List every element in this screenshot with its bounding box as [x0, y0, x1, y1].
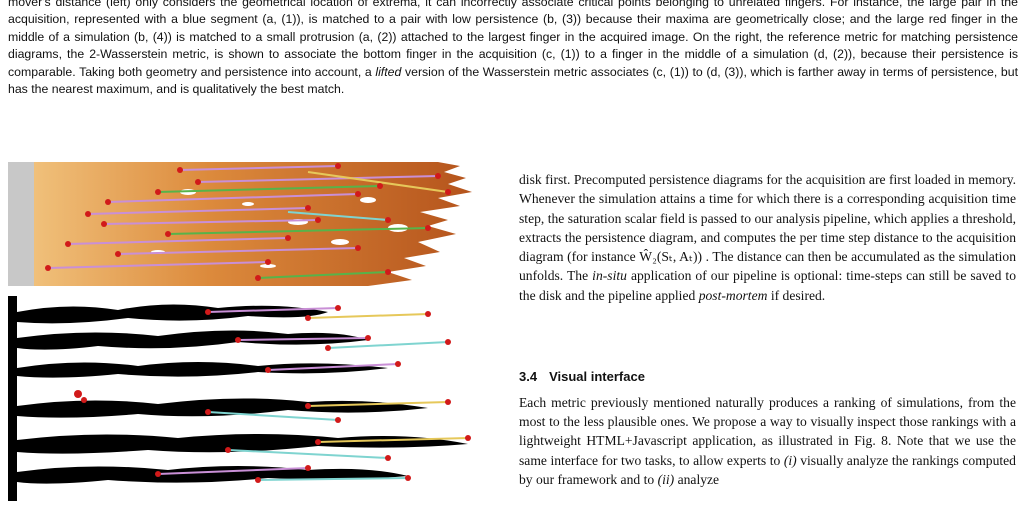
acquisition-fingers [17, 304, 468, 484]
figure-caption: mover's distance (left) only considers t… [8, 0, 1018, 98]
finger-region [34, 162, 472, 286]
caption-line-3: version of the Wasserstein metric associ… [8, 64, 1018, 97]
matching-figure [8, 162, 500, 501]
section-number: 3.4 [519, 369, 538, 384]
paragraph-text: if desired. [770, 287, 826, 303]
body-paragraph-2: Each metric previously mentioned natural… [519, 393, 1016, 489]
paragraph-text: disk first. Precomputed persistence diag… [519, 172, 1016, 265]
fingering-visualization [8, 162, 472, 501]
bottom-critical-points [74, 305, 471, 483]
caption-line-1: mover's distance (left) only considers t… [8, 0, 826, 9]
italic-enum-i: (i) [783, 452, 797, 468]
section-heading: 3.4 Visual interface [519, 369, 1016, 384]
caption-italic-lifted: lifted [375, 64, 402, 79]
top-critical-points [45, 163, 451, 281]
italic-post-mortem: post-mortem [698, 287, 768, 303]
panel-left-strip [8, 162, 34, 286]
italic-in-situ: in-situ [592, 268, 627, 284]
bottom-matching-lines [157, 307, 469, 481]
injection-bar [8, 296, 17, 501]
italic-enum-ii: (ii) [657, 471, 675, 487]
paragraph-text: Each metric previously mentioned natural… [519, 395, 1016, 468]
paragraph-text: . The distance can then be accumulated a… [519, 249, 1016, 284]
paragraph-text: application of our pipeline is optional:… [519, 268, 1016, 303]
body-paragraph-1: disk first. Precomputed persistence diag… [519, 170, 1016, 305]
section-title: Visual interface [549, 369, 645, 384]
paragraph-text: analyze [677, 471, 720, 487]
top-matching-lines [47, 165, 449, 279]
simulation-panel-top [8, 162, 472, 286]
paragraph-text: visually analyze the rankings computed b… [519, 452, 1016, 487]
caption-line-2: For instance, the large pair in the acqu… [8, 0, 1018, 79]
acquisition-panel-bottom [8, 296, 471, 501]
distance-formula: Ŵ₂(Sₜ, Aₜ)) [639, 249, 703, 265]
